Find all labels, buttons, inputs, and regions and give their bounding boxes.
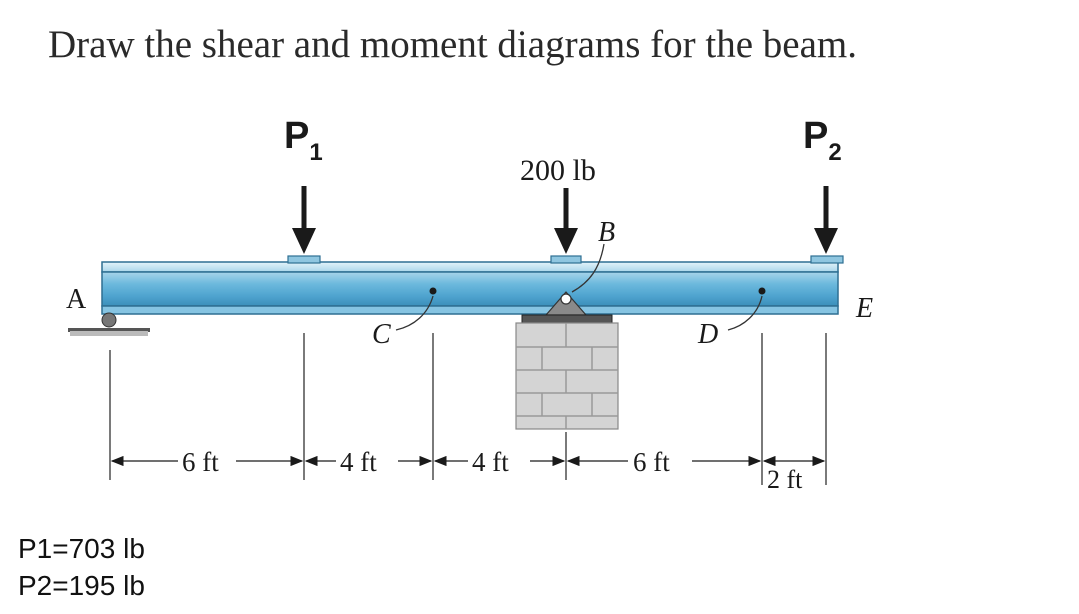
point-c-dot bbox=[429, 287, 437, 295]
extension-lines bbox=[109, 333, 827, 485]
point-a-label: A bbox=[66, 284, 87, 315]
point-b-label: B bbox=[598, 217, 615, 248]
point-d-leader bbox=[727, 295, 763, 331]
p2-arrow bbox=[814, 186, 838, 254]
point-d-dot bbox=[758, 287, 766, 295]
dim-label-seg4: 6 ft bbox=[633, 447, 670, 477]
p2-label: P2 bbox=[803, 115, 842, 166]
brick-pier bbox=[515, 322, 619, 430]
dim-label-seg5: 2 ft bbox=[767, 465, 803, 494]
point-c-label: C bbox=[372, 319, 391, 350]
dim-label-seg3: 4 ft bbox=[472, 447, 509, 477]
p1-arrow bbox=[292, 186, 316, 254]
p1-load-plate bbox=[287, 255, 321, 264]
dim-label-seg1: 6 ft bbox=[182, 447, 219, 477]
center-support-b bbox=[515, 291, 619, 430]
given-p2-value: P2=195 lb bbox=[18, 570, 145, 601]
given-p1-value: P1=703 lb bbox=[18, 533, 145, 564]
pin-support-a bbox=[68, 312, 150, 336]
center-load-plate bbox=[550, 255, 582, 264]
point-c-leader bbox=[395, 295, 434, 331]
p2-load-plate bbox=[810, 255, 844, 264]
point-e-label: E bbox=[855, 293, 873, 324]
point-d-label: D bbox=[697, 319, 718, 350]
center-load-arrow bbox=[554, 188, 578, 254]
dim-label-seg2: 4 ft bbox=[340, 447, 377, 477]
beam bbox=[101, 261, 839, 315]
p1-label: P1 bbox=[284, 115, 323, 166]
problem-prompt: Draw the shear and moment diagrams for t… bbox=[48, 23, 857, 66]
point-b-leader bbox=[571, 243, 605, 293]
center-load-label: 200 lb bbox=[520, 154, 596, 187]
